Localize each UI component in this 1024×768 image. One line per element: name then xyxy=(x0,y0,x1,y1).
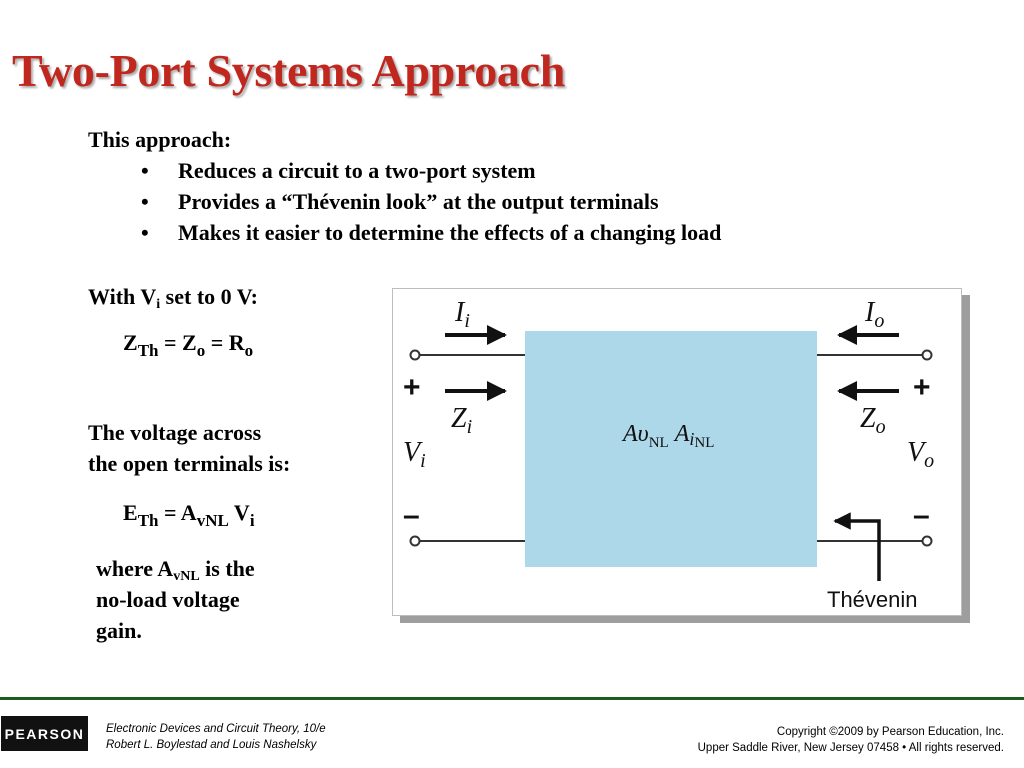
bullet-text: Reduces a circuit to a two-port system xyxy=(178,158,536,183)
eq-th-sub: Th xyxy=(137,511,159,530)
bullet-text: Makes it easier to determine the effects… xyxy=(178,220,722,245)
bullet-item: • Makes it easier to determine the effect… xyxy=(141,217,722,248)
terminal-out-bottom xyxy=(921,535,933,547)
port-wires xyxy=(419,354,923,542)
voltage-text: The voltage across the open terminals is: xyxy=(88,417,290,479)
where-line-3: gain. xyxy=(96,618,142,643)
zi-label: Zi xyxy=(451,403,472,438)
where-text: where AvNL is the no-load voltage gain. xyxy=(96,553,255,646)
eq-eq-r: = R xyxy=(205,330,245,355)
thevenin-arrow xyxy=(833,512,881,581)
eq-eq-z: = Z xyxy=(158,330,197,355)
footer-address-line: Upper Saddle River, New Jersey 07458 • A… xyxy=(697,742,1004,754)
eq-z: Z xyxy=(123,330,138,355)
vo-plus: + xyxy=(913,371,931,404)
where-post: is the xyxy=(199,556,255,581)
terminal-in-bottom xyxy=(409,535,421,547)
with-vi-pre: With V xyxy=(88,284,157,309)
vo-minus: – xyxy=(913,499,930,532)
bullet-text: Provides a “Thévenin look” at the output… xyxy=(178,189,659,214)
footer-authors: Robert L. Boylestad and Louis Nashelsky xyxy=(106,739,317,751)
ii-label: Ii xyxy=(454,297,470,332)
bullet-dot: • xyxy=(141,158,149,183)
intro-bullet-list: •Reduces a circuit to a two-port system … xyxy=(141,155,722,248)
footer-divider xyxy=(0,697,1024,700)
polarity-signs: + + – – xyxy=(403,371,931,532)
eq-eq-a: = A xyxy=(158,500,197,525)
bullet-item: • Provides a “Thévenin look” at the outpu… xyxy=(141,186,721,217)
bullet-dot: • xyxy=(141,189,149,214)
slide-title: Two-Port Systems Approach xyxy=(12,45,566,96)
bullet-item: • Reduces a circuit to a two-port system xyxy=(141,155,721,186)
two-port-box xyxy=(525,331,817,567)
equation-eth: ETh = AvNL Vi xyxy=(123,500,255,530)
terminal-out-top xyxy=(921,349,933,361)
where-line-2: no-load voltage xyxy=(96,587,240,612)
eq-o-sub-2: o xyxy=(244,341,254,360)
with-vi-sub: i xyxy=(156,297,161,312)
eq-v: V xyxy=(228,500,250,525)
with-vi-post: set to 0 V: xyxy=(160,284,258,309)
vi-plus: + xyxy=(403,371,421,404)
footer-copyright-line: Copyright ©2009 by Pearson Education, In… xyxy=(776,726,1004,738)
eq-vnl-sub: vNL xyxy=(196,511,229,530)
voltage-line-2: the open terminals is: xyxy=(88,451,291,476)
arrows xyxy=(445,325,899,581)
voltage-line-1: The voltage across xyxy=(88,420,262,445)
eq-i-sub: i xyxy=(249,511,255,530)
vo-label: Vo xyxy=(907,437,934,472)
bullet-dot: • xyxy=(141,220,149,245)
where-pre: where A xyxy=(96,556,174,581)
where-sub: vNL xyxy=(173,569,200,584)
vi-minus: – xyxy=(403,499,420,532)
eq-e: E xyxy=(123,500,138,525)
terminals xyxy=(409,349,933,547)
footer-book-info: Electronic Devices and Circuit Theory, 1… xyxy=(106,721,326,753)
thevenin-label: Thévenin xyxy=(827,587,918,612)
eq-th-sub: Th xyxy=(137,341,159,360)
with-vi-text: With Vi set to 0 V: xyxy=(88,281,258,312)
io-label: Io xyxy=(864,297,884,332)
pearson-logo: PEARSON xyxy=(1,716,88,751)
terminal-in-top xyxy=(409,349,421,361)
vi-label: Vi xyxy=(403,437,426,472)
footer-copyright: Copyright ©2009 by Pearson Education, In… xyxy=(698,724,1004,756)
footer-book-title: Electronic Devices and Circuit Theory, 1… xyxy=(106,723,326,735)
where-line-1: where AvNL is the xyxy=(96,553,255,584)
eq-o-sub: o xyxy=(196,341,206,360)
intro-lead: This approach: xyxy=(88,127,232,152)
equation-zth: ZTh = Zo = Ro xyxy=(123,330,253,360)
zo-label: Zo xyxy=(860,403,886,438)
